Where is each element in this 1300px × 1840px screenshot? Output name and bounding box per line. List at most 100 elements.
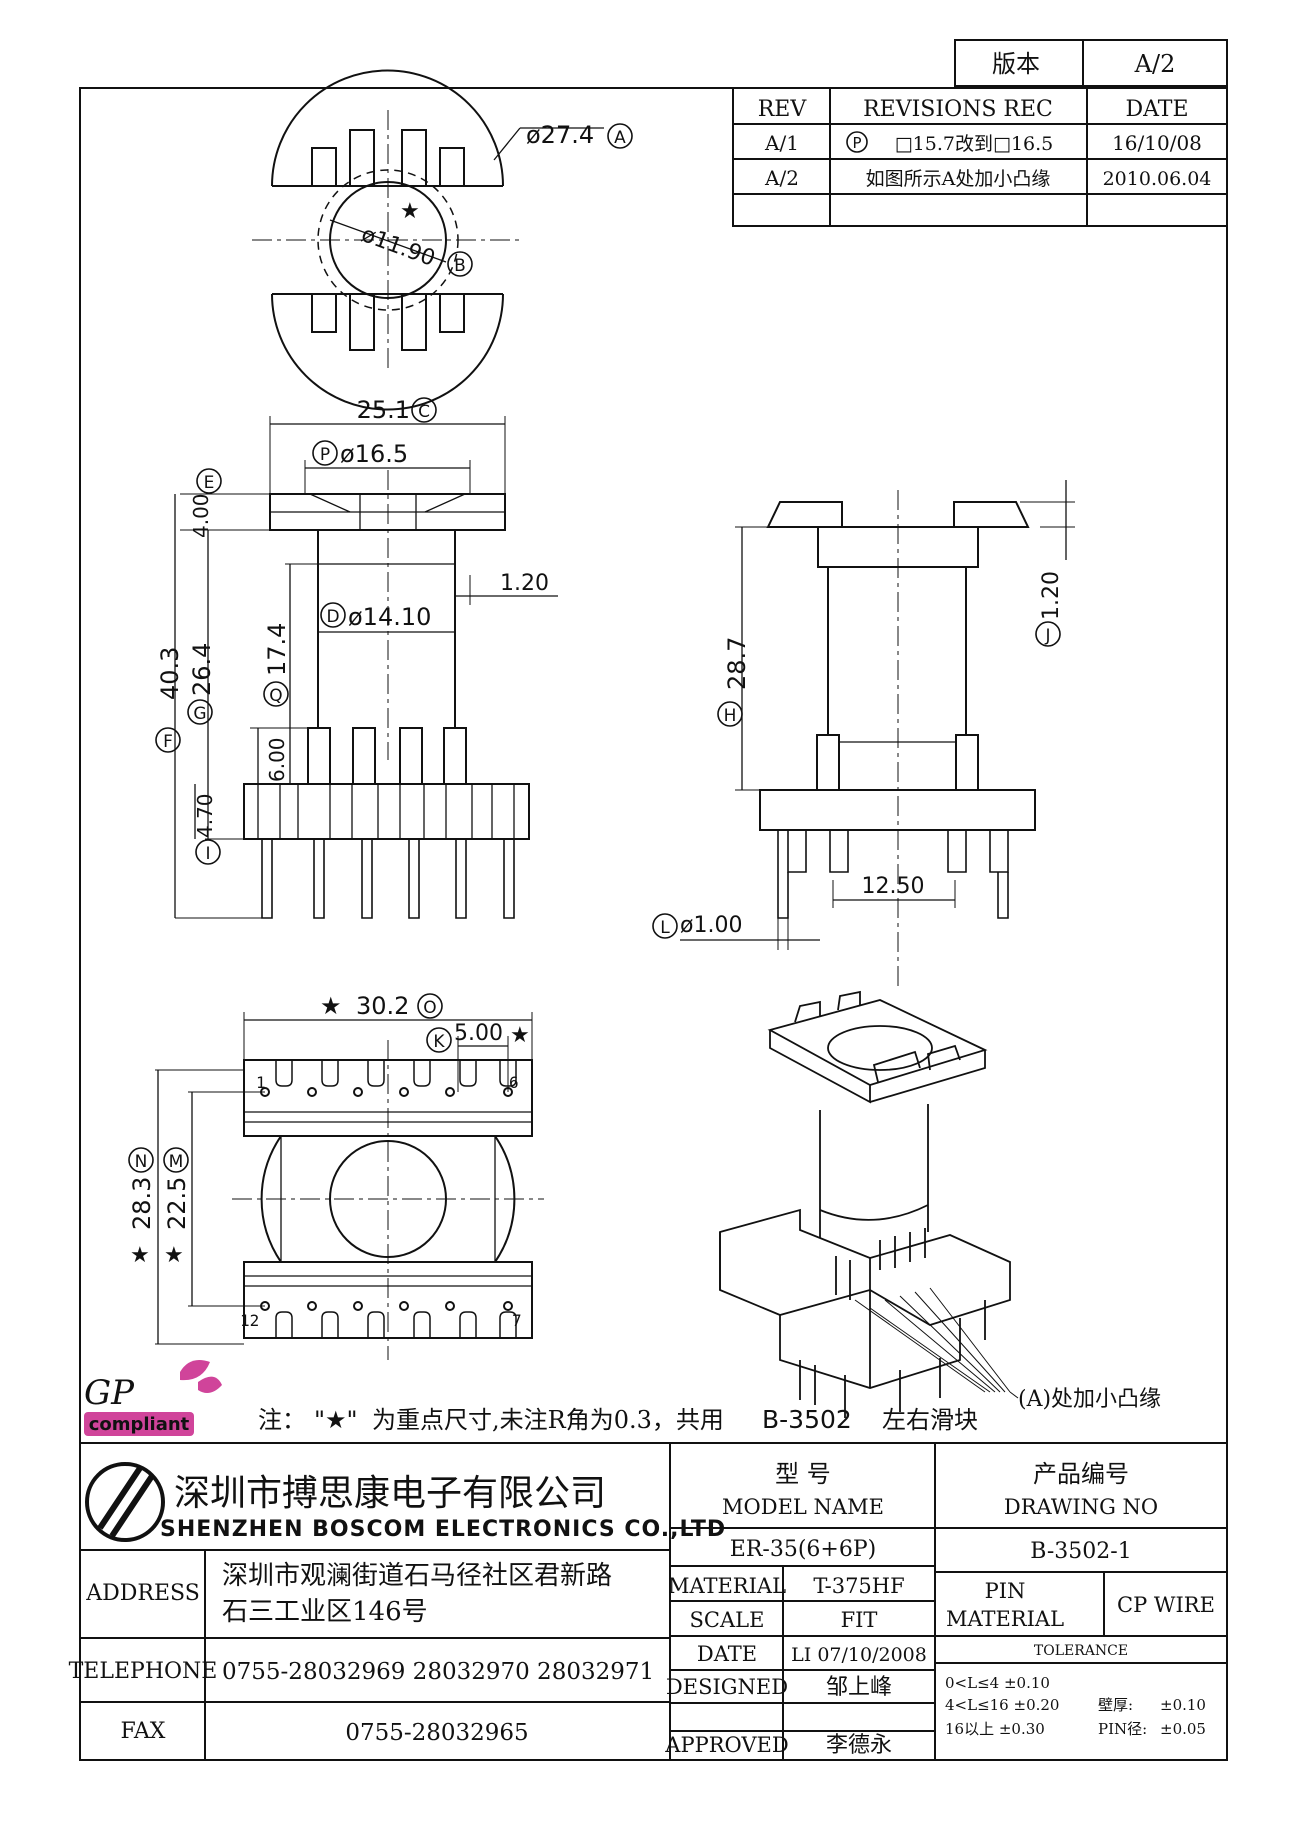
address-line2: 石三工业区146号 xyxy=(222,1597,428,1627)
approved-label: APPROVED xyxy=(664,1733,788,1757)
dim-h-value: 28.7 xyxy=(723,637,751,690)
address-line1: 深圳市观澜街道石马径社区君新路 xyxy=(222,1561,612,1591)
version-box: 版本 A/2 xyxy=(954,39,1228,87)
material-label: MATERIAL xyxy=(668,1574,786,1598)
star-mark: ★ xyxy=(400,199,420,224)
dim-d-value: ø14.10 xyxy=(348,603,431,631)
designed-value: 邹上峰 xyxy=(826,1675,892,1700)
dim-q-value: 17.4 xyxy=(263,623,291,676)
rec-marker: P xyxy=(852,134,861,152)
tolerance-row: 0<L≤4 ±0.10 xyxy=(945,1674,1050,1692)
dim-i-value: 4.70 xyxy=(193,793,217,838)
note-mark: "★" xyxy=(314,1406,358,1434)
rev-cell: A/1 xyxy=(764,131,799,155)
dim-pin-len-value: 6.00 xyxy=(265,737,289,782)
dim-p-letter: P xyxy=(320,445,330,465)
telephone-value: 0755-28032969 28032970 28032971 xyxy=(222,1659,654,1685)
dim-o-value: 30.2 xyxy=(356,992,409,1020)
dim-k-letter: K xyxy=(433,1032,445,1052)
dim-c-value: 25.1 xyxy=(357,396,410,424)
dim-g-value: 26.4 xyxy=(188,643,216,696)
date-value: LI 07/10/2008 xyxy=(791,1644,927,1666)
logo-gp: GP xyxy=(84,1373,135,1413)
wall-tolerance-label: 壁厚: xyxy=(1098,1696,1133,1714)
drawing-en-label: DRAWING NO xyxy=(1004,1495,1158,1519)
gp-logo: GP compliant xyxy=(84,1359,222,1436)
company-name-cn: 深圳市搏思康电子有限公司 xyxy=(174,1473,606,1514)
wall-tolerance-value: ±0.10 xyxy=(1160,1696,1206,1714)
pin-material-label: PIN xyxy=(985,1579,1026,1603)
pin-material-label: MATERIAL xyxy=(946,1607,1064,1631)
callout-label: (A)处加小凸缘 xyxy=(1018,1387,1161,1412)
note-body: 为重点尺寸,未注R角为0.3，共用 xyxy=(372,1406,724,1434)
version-label: 版本 xyxy=(992,50,1040,78)
tolerance-row: 4<L≤16 ±0.20 xyxy=(945,1696,1059,1714)
scale-label: SCALE xyxy=(690,1608,765,1632)
rev-cell: A/2 xyxy=(764,166,799,190)
dim-i-letter: I xyxy=(205,844,210,864)
rec-cell: □15.7改到□16.5 xyxy=(895,133,1054,155)
date-header: DATE xyxy=(1125,97,1188,122)
dim-m-value: 22.5 xyxy=(163,1177,191,1230)
rec-header: REVISIONS REC xyxy=(863,97,1053,122)
dim-d-letter: D xyxy=(326,607,339,627)
note-prefix: 注： xyxy=(258,1406,306,1434)
dim-p-value: ø16.5 xyxy=(340,440,408,468)
dim-l-value: ø1.00 xyxy=(680,913,742,938)
dim-wall-value: 1.20 xyxy=(500,571,549,596)
telephone-label: TELEPHONE xyxy=(69,1659,218,1684)
isometric-view: (A)处加小凸缘 xyxy=(719,990,1161,1418)
dim-n-value: 28.3 xyxy=(128,1177,156,1230)
dim-a-value: ø27.4 xyxy=(526,121,594,149)
model-value: ER-35(6+6P) xyxy=(730,1537,876,1562)
drawing-value: B-3502-1 xyxy=(1030,1539,1131,1564)
star-mark: ★ xyxy=(164,1243,184,1268)
approved-value: 李德永 xyxy=(826,1733,892,1758)
dim-n-letter: N xyxy=(135,1152,148,1172)
model-en-label: MODEL NAME xyxy=(722,1495,884,1519)
revision-table: REV REVISIONS REC DATE A/1 P □15.7改到□16.… xyxy=(732,87,1228,227)
fax-label: FAX xyxy=(121,1719,166,1744)
fax-value: 0755-28032965 xyxy=(345,1720,528,1746)
sheet-border xyxy=(79,87,1228,1761)
dim-f-value: 40.3 xyxy=(156,647,184,700)
date-cell: 2010.06.04 xyxy=(1103,168,1212,190)
material-value: T-375HF xyxy=(813,1574,904,1598)
pin-label: 1 xyxy=(256,1073,266,1092)
scale-value: FIT xyxy=(841,1608,878,1632)
rev-header: REV xyxy=(758,97,808,122)
address-label: ADDRESS xyxy=(85,1581,200,1606)
pin-dia-tolerance-label: PIN径: xyxy=(1098,1720,1147,1738)
dim-span-value: 12.50 xyxy=(862,874,925,899)
star-mark: ★ xyxy=(130,1243,150,1268)
note: 注： "★" 为重点尺寸,未注R角为0.3，共用 B-3502 左右滑块 xyxy=(258,1405,978,1434)
dim-h-letter: H xyxy=(724,706,737,726)
dim-k-value: 5.00 xyxy=(454,1021,503,1046)
date-cell: 16/10/08 xyxy=(1112,131,1202,155)
pin-label: 6 xyxy=(509,1073,519,1092)
dim-c-letter: C xyxy=(418,402,430,422)
dim-e-value: 4.00 xyxy=(189,493,213,538)
pin-label: 7 xyxy=(512,1311,522,1330)
front-view: 25.1 C P ø16.5 D ø14.10 1.20 E 4.00 xyxy=(155,396,558,919)
rec-cell: 如图所示A处加小凸缘 xyxy=(866,168,1051,190)
star-mark: ★ xyxy=(510,1023,530,1048)
date-label: DATE xyxy=(697,1642,757,1666)
top-view: ø27.4 A ø11.90 ★ B xyxy=(252,69,633,411)
drawing-cn-label: 产品编号 xyxy=(1033,1460,1129,1488)
dim-f-letter: F xyxy=(163,732,173,752)
model-cn-label: 型 号 xyxy=(775,1460,831,1488)
dim-b-letter: B xyxy=(454,256,466,276)
pin-label: 12 xyxy=(240,1311,259,1330)
dim-a-letter: A xyxy=(614,128,626,148)
dim-g-letter: G xyxy=(193,704,206,724)
title-block: 深圳市搏思康电子有限公司 SHENZHEN BOSCOM ELECTRONICS… xyxy=(69,1442,1227,1760)
dim-j-value: 1.20 xyxy=(1039,571,1064,620)
tolerance-label: TOLERANCE xyxy=(1034,1643,1128,1659)
pin-dia-tolerance-value: ±0.05 xyxy=(1160,1720,1206,1738)
dim-e-letter: E xyxy=(204,473,215,493)
pin-material-value: CP WIRE xyxy=(1117,1593,1215,1617)
dim-q-letter: Q xyxy=(269,686,282,706)
tolerance-row: 16以上 ±0.30 xyxy=(945,1720,1045,1738)
